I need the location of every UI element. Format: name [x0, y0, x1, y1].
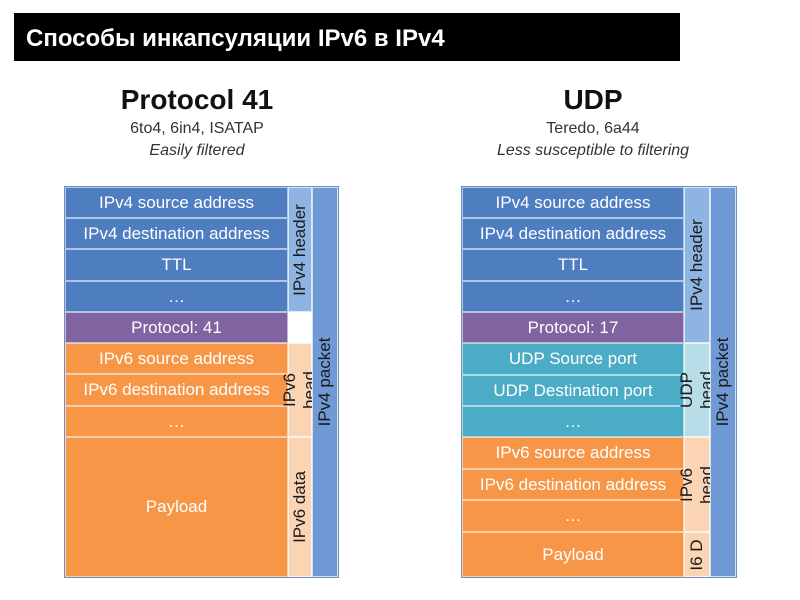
right-bar-ipv4-packet: IPv4 packet: [710, 187, 736, 577]
right-subtitle: Teredo, 6a44: [546, 120, 640, 137]
left-bar-ipv4-header: IPv4 header: [288, 187, 312, 312]
right-field-ipv4-source: IPv4 source address: [462, 187, 684, 218]
right-bar-ipv6-data: I6 D: [684, 532, 710, 577]
right-field-protocol: Protocol: 17: [462, 312, 684, 343]
left-subtitle: 6to4, 6in4, ISATAP: [130, 120, 264, 137]
right-field-udp-source-port: UDP Source port: [462, 343, 684, 375]
left-title: Protocol 41: [120, 84, 274, 115]
left-field-ipv6-destination: IPv6 destination address: [65, 374, 288, 406]
right-field-ipv6-destination: IPv6 destination address: [462, 469, 684, 500]
right-field-ipv6-source: IPv6 source address: [462, 437, 684, 469]
left-bar-ipv4-packet: IPv4 packet: [312, 187, 338, 577]
right-field-ellipsis-3: …: [462, 500, 684, 532]
left-field-ellipsis: …: [65, 281, 288, 312]
left-heading: Protocol 41 6to4, 6in4, ISATAP Easily fi…: [47, 84, 347, 162]
right-field-udp-destination-port: UDP Destination port: [462, 375, 684, 406]
right-field-ttl: TTL: [462, 249, 684, 281]
left-bar-ipv6-data: IPv6 data: [288, 437, 312, 577]
right-diagram-frame: [461, 186, 737, 578]
left-field-ipv6-source: IPv6 source address: [65, 343, 288, 374]
left-note: Easily filtered: [149, 142, 245, 159]
right-field-ellipsis-2: …: [462, 406, 684, 437]
right-title: UDP: [563, 84, 623, 115]
right-field-ellipsis: …: [462, 281, 684, 312]
title-banner: Способы инкапсуляции IPv6 в IPv4: [14, 13, 680, 61]
left-field-ellipsis-2: …: [65, 406, 288, 437]
left-field-ipv4-destination: IPv4 destination address: [65, 218, 288, 249]
right-field-ipv4-destination: IPv4 destination address: [462, 218, 684, 249]
left-field-payload: Payload: [65, 437, 288, 577]
left-field-ipv4-source: IPv4 source address: [65, 187, 288, 218]
right-bar-ipv6-header: IPv6 head: [677, 437, 716, 532]
banner-title: Способы инкапсуляции IPv6 в IPv4: [26, 25, 445, 52]
left-diagram-frame: [64, 186, 339, 578]
right-note: Less susceptible to filtering: [496, 142, 690, 159]
left-field-ttl: TTL: [65, 249, 288, 281]
left-bar-ipv6-header: IPv6 head: [280, 343, 319, 437]
right-field-payload: Payload: [462, 532, 684, 577]
right-bar-ipv4-header: IPv4 header: [684, 187, 710, 343]
right-bar-udp-header: UDP head: [677, 343, 716, 437]
left-field-protocol: Protocol: 41: [65, 312, 288, 343]
right-heading: UDP Teredo, 6a44 Less susceptible to fil…: [443, 84, 743, 162]
